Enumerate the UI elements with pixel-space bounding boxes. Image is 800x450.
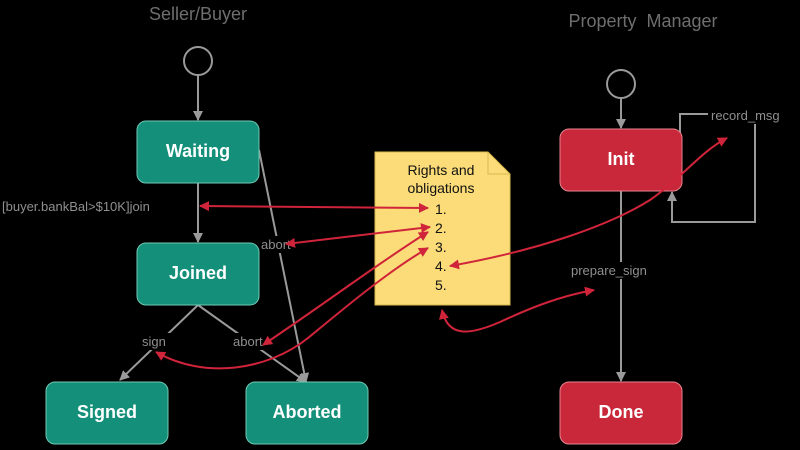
link-sign-to-item-3: [155, 247, 429, 370]
seller-buyer-title: Seller/Buyer: [149, 4, 247, 24]
document-item-2: 2.: [435, 220, 447, 236]
state-joined-label: Joined: [169, 263, 227, 283]
state-waiting: Waiting: [136, 120, 260, 184]
state-init: Init: [559, 128, 683, 192]
state-waiting-label: Waiting: [166, 141, 230, 161]
document-item-1: 1.: [435, 201, 447, 217]
state-done-label: Done: [599, 402, 644, 422]
join-guard-label: [buyer.bankBal>$10K]join: [2, 199, 150, 214]
state-joined: Joined: [136, 242, 260, 306]
manager-initial-state: [606, 69, 636, 99]
state-init-label: Init: [608, 149, 635, 169]
state-signed: Signed: [45, 381, 169, 445]
document-item-3: 3.: [435, 239, 447, 255]
link-document-to-prepare-sign: [439, 286, 595, 333]
document-item-5: 5.: [435, 277, 447, 293]
link-record-msg-to-item-4: [449, 137, 728, 270]
abort-label-joined: abort: [233, 334, 263, 349]
state-done: Done: [559, 381, 683, 445]
state-signed-label: Signed: [77, 402, 137, 422]
property-manager-title: Property Manager: [568, 11, 717, 31]
document-item-4: 4.: [435, 258, 447, 274]
state-aborted: Aborted: [245, 381, 369, 445]
document-title-line1: Rights and: [408, 162, 475, 178]
prepare-sign-label: prepare_sign: [571, 263, 647, 278]
document-title-line2: obligations: [408, 180, 475, 196]
transition-init-self-loop: [667, 113, 756, 223]
link-join-to-item-1: [199, 201, 429, 213]
sign-label: sign: [142, 334, 166, 349]
seller-initial-state: [183, 46, 213, 76]
state-aborted-label: Aborted: [273, 402, 342, 422]
record-msg-label: record_msg: [711, 108, 780, 123]
rights-obligations-document: Rights and obligations 1. 2. 3. 4. 5.: [374, 151, 511, 306]
